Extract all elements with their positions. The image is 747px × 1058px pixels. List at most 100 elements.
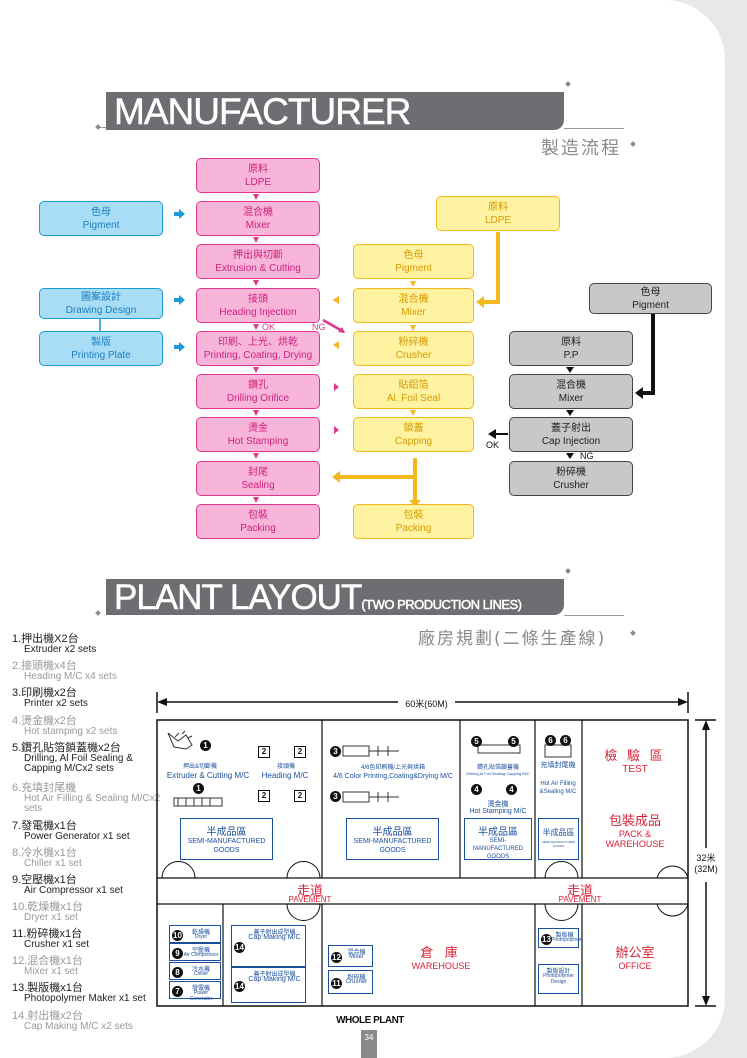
box-zh: 鎖蓋 bbox=[403, 422, 424, 434]
marker-2: 2 bbox=[294, 790, 306, 802]
page-number-tab: 34 bbox=[361, 1030, 377, 1058]
legend-item-zh: 1.押出機X2台 bbox=[12, 633, 79, 645]
semi-en: SEMI-MANUFACTURED GOODS bbox=[187, 838, 266, 854]
legend-item-en: Hot stamping x2 sets bbox=[24, 726, 118, 737]
marker-3: 3 bbox=[330, 746, 341, 757]
legend-item-zh: 7.發電機x1台 bbox=[12, 820, 77, 832]
test-zh: 檢 驗 區 bbox=[604, 748, 666, 763]
room-number: 12 bbox=[331, 951, 342, 963]
page-number: 34 bbox=[364, 1033, 374, 1042]
room-en: Mixer bbox=[349, 954, 364, 960]
room-en: Photopolymer Design bbox=[543, 973, 574, 985]
legend-item-zh: 6.充填封尾機 bbox=[12, 782, 77, 794]
marker-5: 5 bbox=[508, 736, 519, 747]
heading-zh: 接頭機 bbox=[276, 764, 295, 770]
box-en: Printing Plate bbox=[71, 349, 131, 361]
semi-zh: 半成品區 bbox=[542, 828, 575, 837]
height-dim-zh: 32米 bbox=[696, 853, 716, 863]
marker-2: 2 bbox=[258, 790, 270, 802]
legend-item-en: Air Compressor x1 set bbox=[24, 885, 123, 896]
marker-4: 4 bbox=[506, 784, 517, 795]
drilling-zh: 鑽孔貼箔鎖蓋機 bbox=[476, 765, 519, 771]
filling-zh: 充填封尾機 bbox=[540, 762, 576, 769]
drilling-en: Drilling,Al Foil Sealing Capping M/C bbox=[466, 771, 530, 776]
box-en: Mixer bbox=[558, 392, 584, 404]
box-en: Packing bbox=[240, 522, 276, 534]
room-en: Crusher bbox=[345, 979, 368, 985]
room-number: 14 bbox=[234, 980, 245, 992]
banner-rule bbox=[564, 128, 624, 129]
box-en: Drawing Design bbox=[65, 304, 137, 316]
room-number: 7 bbox=[172, 985, 183, 997]
box-en: Crusher bbox=[553, 479, 589, 491]
box-zh: 包裝 bbox=[403, 509, 424, 521]
legend-item-en: Printer x2 sets bbox=[24, 698, 88, 709]
box-zh: 蓋子射出 bbox=[551, 422, 591, 434]
room-zh: 粉碎機 bbox=[347, 975, 366, 981]
box-zh: 押出與切斷 bbox=[233, 249, 283, 261]
box-en: Pigment bbox=[632, 299, 669, 311]
box-en: Drilling Orifice bbox=[226, 392, 290, 404]
legend-item-zh: 13.製版機x1台 bbox=[12, 982, 83, 994]
marker-2: 2 bbox=[294, 746, 306, 758]
box-en: Hot Stamping bbox=[227, 435, 289, 447]
room-number: 9 bbox=[172, 947, 183, 959]
pavement-zh: 走道 bbox=[296, 883, 323, 898]
box-zh: 製版 bbox=[91, 336, 111, 348]
heading-en: Heading M/C bbox=[261, 771, 309, 780]
layout-title: PLANT LAYOUT bbox=[114, 578, 363, 617]
semi-zh: 半成品區 bbox=[372, 827, 413, 838]
ng-label: NG bbox=[312, 322, 326, 332]
width-dimension: 60米(60M) bbox=[405, 699, 448, 709]
semi-zh: 半成品區 bbox=[206, 827, 247, 838]
semi-goods-area: 半成品區 SEMI-MANUFACTURED GOODS bbox=[180, 818, 273, 860]
box-en: Heading Injection bbox=[219, 306, 297, 318]
marker-3: 3 bbox=[330, 791, 341, 802]
extruder-zh: 押出&切斷機 bbox=[182, 764, 217, 770]
office-en: OFFICE bbox=[618, 961, 652, 971]
box-zh: 色母 bbox=[640, 286, 661, 298]
legend-item-en: Dryer x1 set bbox=[24, 912, 78, 923]
warehouse-zh: 倉 庫 bbox=[420, 945, 462, 960]
box-zh: 混合機 bbox=[398, 293, 429, 305]
room-number: 8 bbox=[172, 966, 183, 978]
pavement-en: PAVEMENT bbox=[288, 895, 332, 904]
legend-item-zh: 4.燙金機x2台 bbox=[12, 715, 77, 727]
box-en: P.P bbox=[563, 349, 579, 361]
room-en: Dryer bbox=[194, 934, 208, 940]
banner-rule bbox=[564, 615, 624, 616]
printing-en: 4/6 Color Printing,Coating&Drying M/C bbox=[333, 773, 453, 780]
room-en: Air Compressor bbox=[183, 952, 219, 958]
semi-en: SEMI-MANUFACTURED GOODS bbox=[541, 840, 576, 848]
legend-item-en: Crusher x1 set bbox=[24, 939, 90, 950]
box-zh: 包裝 bbox=[248, 509, 268, 521]
marker-2: 2 bbox=[258, 746, 270, 758]
box-en: Crusher bbox=[395, 349, 432, 361]
box-zh: 粉碎機 bbox=[398, 336, 429, 348]
hotstamp-en: Hot Stamping M/C bbox=[469, 808, 527, 815]
room-zh: 發電機 bbox=[191, 986, 210, 992]
